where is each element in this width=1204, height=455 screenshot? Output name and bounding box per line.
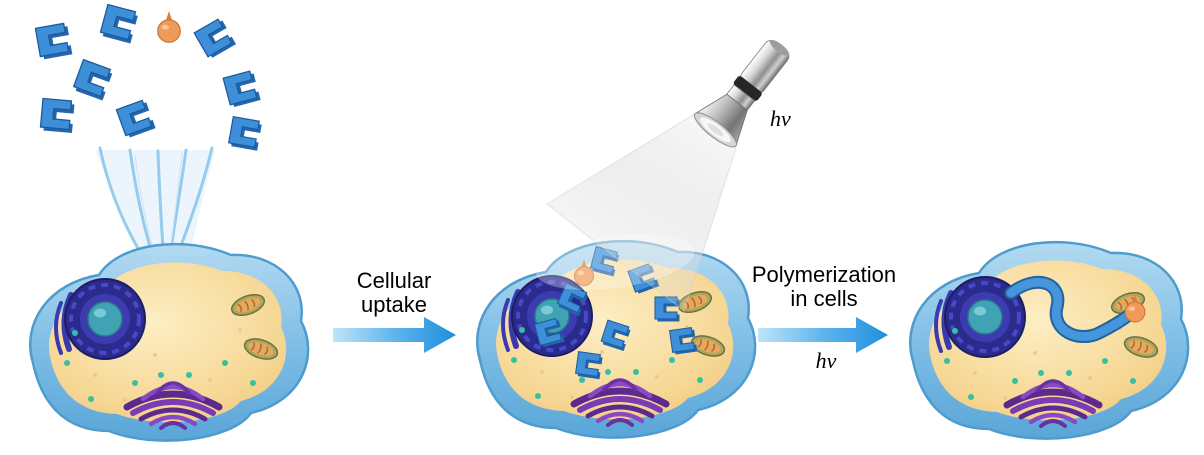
monomer-icon	[193, 17, 237, 61]
monomer-icon	[39, 97, 76, 134]
light-beam	[535, 114, 737, 312]
label-polymerization: Polymerization in cells	[742, 263, 906, 311]
beam-spot	[535, 233, 695, 291]
label-polymerization-line2: in cells	[790, 286, 858, 311]
label-polymerization-line1: Polymerization	[751, 262, 897, 287]
label-cellular-uptake-line2: uptake	[360, 292, 428, 317]
extracellular-monomers	[34, 3, 263, 152]
cellular-uptake-arrow-icon	[333, 317, 456, 353]
cell-panel-3	[910, 242, 1188, 439]
monomer-icon	[71, 59, 115, 102]
monomer-icon	[34, 22, 73, 61]
flashlight-band	[733, 76, 762, 101]
monomer-icon	[115, 98, 157, 140]
flashlight-bulb	[707, 123, 724, 137]
label-cellular-uptake-line1: Cellular	[356, 268, 432, 293]
monomer-icon	[227, 116, 263, 152]
monomer-icon	[222, 69, 262, 109]
uptake-funnel	[95, 150, 215, 272]
label-cellular-uptake: Cellular uptake	[328, 269, 460, 317]
polymer-chain-segments	[1006, 277, 1134, 342]
flashlight-cap	[769, 39, 790, 56]
label-hv-flashlight: hv	[770, 106, 791, 131]
animal-cell-illustration	[30, 244, 308, 441]
flashlight-icon	[693, 39, 790, 148]
label-hv-arrow: hv	[815, 348, 837, 373]
polymer-chain-icon	[1004, 275, 1146, 344]
orange-initiator-icon	[157, 10, 181, 43]
monomer-icon	[98, 3, 140, 45]
polymerization-arrow-icon	[758, 317, 888, 353]
animal-cell-illustration	[910, 242, 1188, 439]
cell-panel-1	[30, 244, 308, 441]
